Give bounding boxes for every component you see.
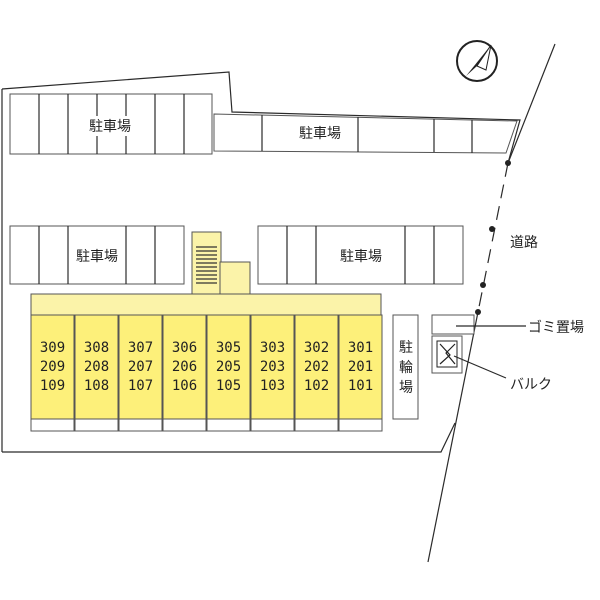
unit-column: [250, 314, 295, 420]
unit-balcony: [206, 418, 251, 432]
parking-top-right: 駐車場: [213, 113, 518, 154]
balk-tank-icon: [431, 335, 463, 374]
unit-number: 209: [40, 359, 65, 375]
bicycle-parking-label: 場: [399, 380, 413, 396]
unit-number: 108: [84, 378, 109, 394]
road-edge-dashed: [477, 162, 509, 313]
road-label: 道路: [510, 235, 538, 251]
unit-number: 101: [348, 378, 373, 394]
unit-number: 309: [40, 340, 65, 356]
parking-label: 駐車場: [299, 125, 341, 142]
garbage-area: [431, 314, 475, 335]
unit-number: 307: [128, 340, 153, 356]
unit-balcony: [338, 418, 383, 432]
unit-number: 203: [260, 359, 285, 375]
parking-label: 駐車場: [89, 118, 131, 135]
unit-number: 207: [128, 359, 153, 375]
road-edge: [427, 311, 479, 563]
unit-balcony: [30, 418, 75, 432]
unit-column: [30, 314, 75, 420]
unit-number: 202: [304, 359, 329, 375]
unit-number: 107: [128, 378, 153, 394]
garbage-label: ゴミ置場: [528, 319, 584, 336]
unit-balcony: [250, 418, 295, 432]
unit-number: 208: [84, 359, 109, 375]
unit-column: [118, 314, 163, 420]
road-edge: [507, 43, 556, 164]
balk-label: バルク: [510, 377, 552, 393]
bicycle-parking-label: 駐: [399, 340, 413, 356]
unit-column: [74, 314, 119, 420]
site-boundary: [1, 71, 521, 164]
unit-column: [294, 314, 339, 420]
unit-number: 302: [304, 340, 329, 356]
unit-column: [162, 314, 207, 420]
unit-number: 206: [172, 359, 197, 375]
unit-number: 103: [260, 378, 285, 394]
unit-number: 303: [260, 340, 285, 356]
parking-label: 駐車場: [340, 248, 382, 265]
unit-balcony: [118, 418, 163, 432]
unit-number: 308: [84, 340, 109, 356]
unit-number: 201: [348, 359, 373, 375]
unit-number: 102: [304, 378, 329, 394]
stair-corridor: [30, 231, 382, 317]
unit-number: 205: [216, 359, 241, 375]
unit-number: 106: [172, 378, 197, 394]
parking-label: 駐車場: [76, 248, 118, 265]
bicycle-parking-label: 輪: [399, 359, 413, 376]
unit-number: 306: [172, 340, 197, 356]
unit-column: [206, 314, 251, 420]
unit-number: 301: [348, 340, 373, 356]
parking-top-left: 駐車場: [9, 93, 213, 155]
unit-balcony: [294, 418, 339, 432]
unit-balcony: [74, 418, 119, 432]
north-arrow-icon: [456, 40, 498, 82]
parking-mid-left: 駐車場: [9, 225, 185, 285]
bicycle-parking: 駐 輪 場: [392, 314, 419, 420]
apartment-building: 309 209 109 308 208 108 307 207 107 306 206 106 305 2…: [30, 314, 383, 432]
unit-number: 305: [216, 340, 241, 356]
unit-number: 105: [216, 378, 241, 394]
parking-mid-right: 駐車場: [257, 225, 464, 285]
unit-number: 109: [40, 378, 65, 394]
unit-balcony: [162, 418, 207, 432]
